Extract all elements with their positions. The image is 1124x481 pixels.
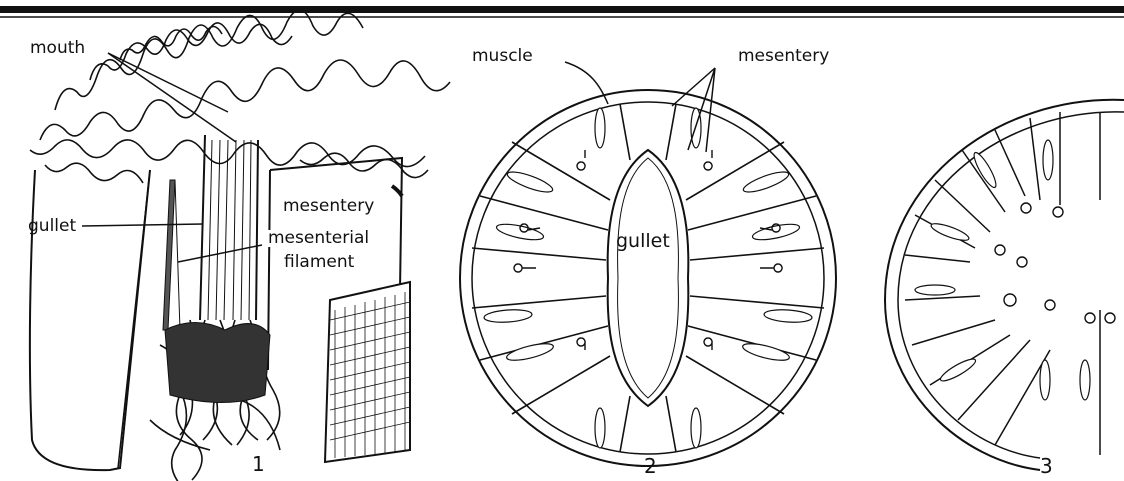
figure-number-1: 1	[252, 454, 265, 474]
label-gullet-fig1: gullet	[28, 218, 76, 235]
filament-dark-mass	[165, 323, 270, 403]
tentacle-crown	[30, 10, 450, 183]
figure-1-polyp	[30, 10, 450, 481]
muscle-bands	[484, 108, 813, 448]
label-mesentery-fig1: mesentery	[281, 198, 376, 215]
label-mesenterial-line1: mesenterial	[266, 230, 371, 247]
fig3-knobs	[995, 203, 1115, 323]
fig3-outer-wall	[885, 100, 1124, 470]
figure-number-2: 2	[644, 456, 657, 476]
top-thick-rule	[0, 6, 1124, 13]
label-gullet-fig2: gullet	[616, 232, 670, 251]
figure-number-3: 3	[1040, 456, 1053, 476]
sliced-wall	[325, 282, 410, 462]
fig3-mesenteries	[905, 112, 1100, 455]
figure-2-cross-section	[460, 90, 836, 466]
label-mesentery-fig2: mesentery	[738, 48, 829, 65]
label-muscle: muscle	[472, 48, 533, 65]
inner-wall	[472, 102, 824, 454]
gullet-section	[608, 150, 689, 406]
radial-mesenteries	[472, 104, 824, 452]
figure-3-partial-section	[885, 100, 1124, 470]
label-mouth: mouth	[30, 40, 85, 57]
outer-wall	[460, 90, 836, 466]
fig3-muscle-bands	[915, 140, 1090, 400]
label-mesenterial-line2: filament	[282, 254, 356, 271]
